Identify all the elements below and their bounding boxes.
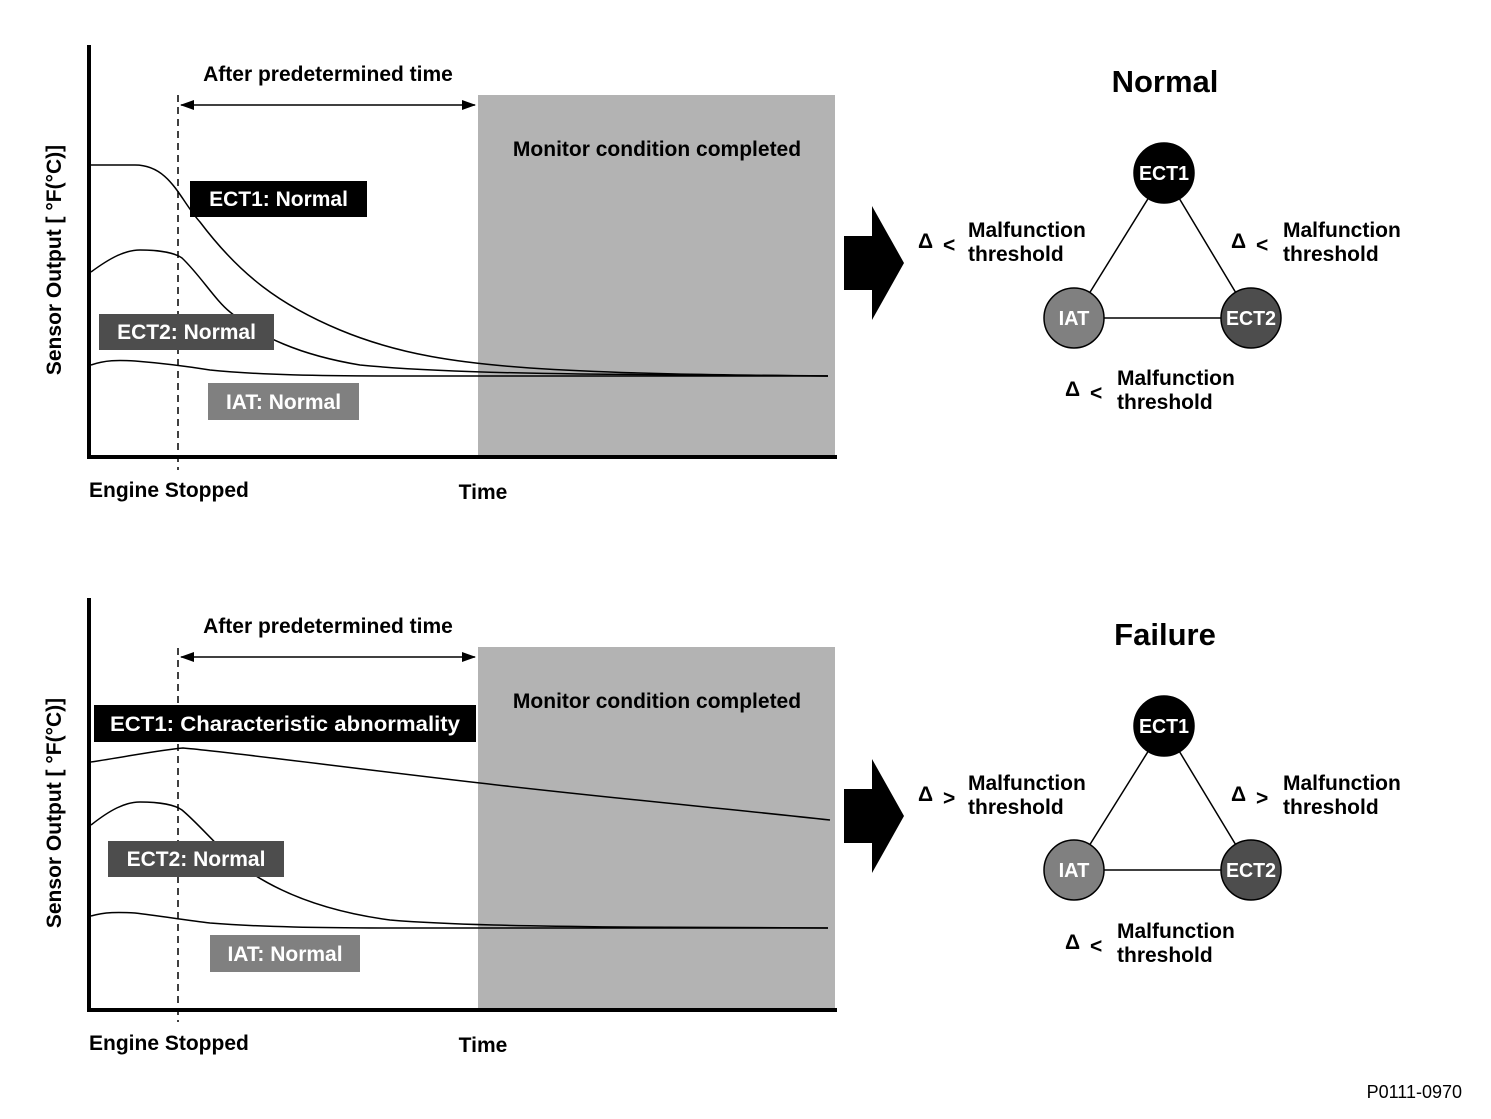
comparison-icon: <	[1090, 382, 1102, 405]
ect1-node: ECT1	[1133, 142, 1195, 204]
svg-text:threshold: threshold	[1117, 391, 1213, 414]
comparison-icon: <	[1256, 234, 1268, 257]
ect1-node: ECT1	[1133, 695, 1195, 757]
ect2-tag-bg	[108, 841, 284, 877]
delta-icon: Δ	[1231, 783, 1246, 806]
engine-stopped-label: Engine Stopped	[89, 1032, 249, 1055]
iat-tag-bg	[208, 383, 359, 420]
svg-text:threshold: threshold	[968, 243, 1064, 266]
monitor-label: Monitor condition completed	[513, 138, 801, 161]
ect2-node: ECT2	[1220, 287, 1282, 349]
iat-curve	[90, 359, 828, 377]
time-label: Time	[459, 1034, 508, 1057]
ect1-tag: ECT1: Characteristic abnormality	[110, 713, 460, 736]
threshold-left: Δ > Malfunction threshold	[918, 772, 1086, 819]
svg-text:Malfunction: Malfunction	[1117, 920, 1235, 943]
result-arrow	[844, 206, 904, 320]
svg-text:Malfunction: Malfunction	[1117, 367, 1235, 390]
ect1-tag: ECT1: Normal	[209, 188, 348, 211]
iat-curve	[90, 911, 828, 929]
interval-label: After predetermined time	[203, 615, 453, 638]
status-title: Failure	[1114, 617, 1216, 652]
sensor-comparison-diagram: Failure ECT1 IAT ECT2 Δ > Malfunction th…	[918, 617, 1401, 967]
panel-failure: Monitor condition completed Sensor Outpu…	[43, 598, 1401, 1057]
svg-text:ECT2: ECT2	[1226, 860, 1276, 882]
monitor-region	[478, 647, 835, 1010]
ect1-tag-bg	[94, 705, 476, 742]
ect2-tag-bg	[99, 314, 274, 350]
threshold-bottom: Δ < Malfunction threshold	[1065, 367, 1235, 414]
ect1-curve	[91, 164, 829, 377]
svg-text:Malfunction: Malfunction	[1283, 772, 1401, 795]
iat-tag-bg	[210, 935, 360, 972]
svg-text:ECT2: ECT2	[1226, 308, 1276, 330]
svg-text:Malfunction: Malfunction	[968, 772, 1086, 795]
ect2-curve	[90, 249, 829, 377]
svg-text:threshold: threshold	[1117, 944, 1213, 967]
delta-icon: Δ	[918, 230, 933, 253]
interval-label: After predetermined time	[203, 63, 453, 86]
ect2-tag: ECT2: Normal	[127, 848, 266, 871]
y-axis-label: Sensor Output [ °F(°C)]	[43, 145, 66, 375]
panel-normal: Monitor condition completed Sensor Outpu…	[43, 45, 1401, 504]
iat-tag: IAT: Normal	[226, 391, 341, 414]
result-arrow	[844, 759, 904, 873]
threshold-right: Δ > Malfunction threshold	[1231, 772, 1401, 819]
delta-icon: Δ	[1065, 378, 1080, 401]
sensor-chart: Monitor condition completed Sensor Outpu…	[43, 45, 837, 504]
svg-text:ECT1: ECT1	[1139, 163, 1189, 185]
time-label: Time	[459, 481, 508, 504]
svg-text:threshold: threshold	[1283, 796, 1379, 819]
ect2-node: ECT2	[1220, 839, 1282, 901]
comparison-icon: >	[943, 787, 955, 810]
svg-text:IAT: IAT	[1059, 308, 1090, 330]
threshold-left: Δ < Malfunction threshold	[918, 219, 1086, 266]
svg-text:Malfunction: Malfunction	[1283, 219, 1401, 242]
delta-icon: Δ	[918, 783, 933, 806]
figure-code: P0111-0970	[1367, 1082, 1462, 1102]
threshold-right: Δ < Malfunction threshold	[1231, 219, 1401, 266]
ect1-tag-bg	[190, 181, 367, 217]
svg-text:Malfunction: Malfunction	[968, 219, 1086, 242]
sensor-comparison-diagram: Normal ECT1 IAT ECT2 Δ < Malfunction thr…	[918, 64, 1401, 414]
engine-stopped-label: Engine Stopped	[89, 479, 249, 502]
threshold-bottom: Δ < Malfunction threshold	[1065, 920, 1235, 967]
comparison-icon: >	[1256, 787, 1268, 810]
ect1-curve	[90, 747, 831, 821]
iat-tag: IAT: Normal	[227, 943, 342, 966]
y-axis-label: Sensor Output [ °F(°C)]	[43, 698, 66, 928]
monitor-region	[478, 95, 835, 457]
delta-icon: Δ	[1231, 230, 1246, 253]
status-title: Normal	[1112, 64, 1219, 99]
sensor-chart: Monitor condition completed Sensor Outpu…	[43, 598, 837, 1057]
svg-text:threshold: threshold	[968, 796, 1064, 819]
ect2-tag: ECT2: Normal	[117, 321, 256, 344]
iat-node: IAT	[1043, 839, 1105, 901]
comparison-icon: <	[943, 234, 955, 257]
comparison-icon: <	[1090, 935, 1102, 958]
monitor-label: Monitor condition completed	[513, 690, 801, 713]
iat-node: IAT	[1043, 287, 1105, 349]
delta-icon: Δ	[1065, 931, 1080, 954]
svg-text:threshold: threshold	[1283, 243, 1379, 266]
svg-text:ECT1: ECT1	[1139, 716, 1189, 738]
svg-text:IAT: IAT	[1059, 860, 1090, 882]
